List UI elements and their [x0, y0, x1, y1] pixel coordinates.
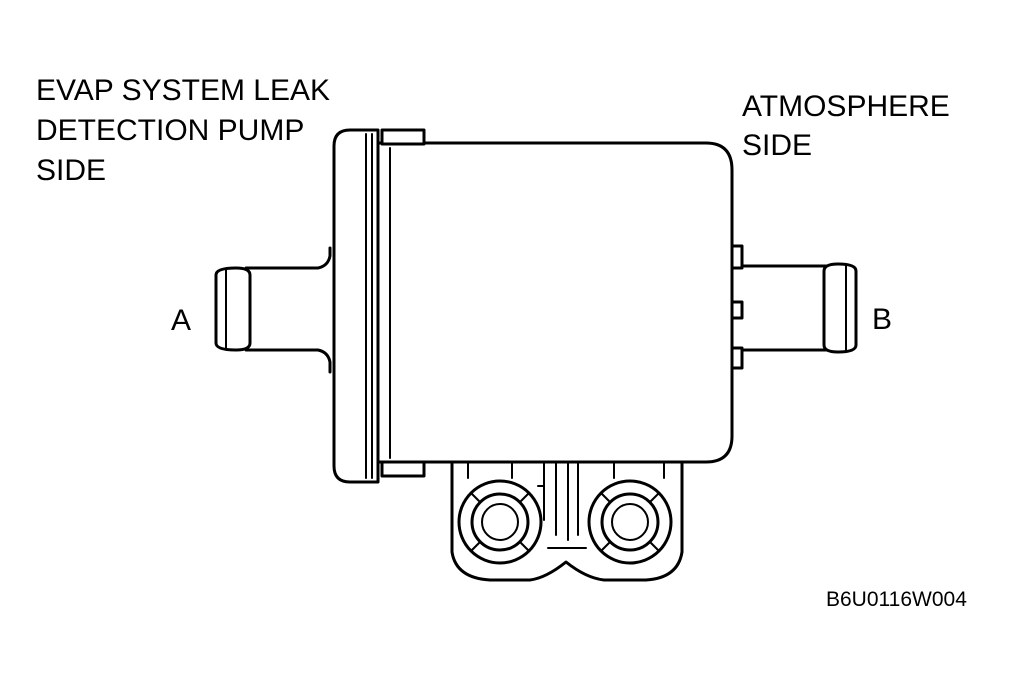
port-a-label: A: [171, 304, 192, 337]
figure-code: B6U0116W004: [826, 588, 967, 611]
mounting-hole-right: [587, 479, 673, 565]
canister-body: [374, 128, 734, 478]
end-cap-flange: [332, 128, 380, 484]
mounting-hole-left: [457, 479, 543, 565]
atmosphere-side-label-line-2: SIDE: [742, 129, 813, 162]
pump-side-label-line-1: EVAP SYSTEM LEAK: [36, 74, 331, 107]
port-b-label: B: [872, 303, 893, 336]
atmosphere-side-label-line-1: ATMOSPHERE: [742, 90, 950, 123]
pump-side-label-line-3: SIDE: [36, 154, 107, 187]
port-a-pipe: [214, 246, 332, 374]
pump-side-label-line-2: DETECTION PUMP: [36, 114, 305, 147]
atmosphere-side-label: ATMOSPHERE SIDE: [742, 92, 950, 170]
pump-side-label: EVAP SYSTEM LEAK DETECTION PUMP SIDE: [36, 76, 330, 196]
port-b-pipe: [728, 244, 858, 370]
